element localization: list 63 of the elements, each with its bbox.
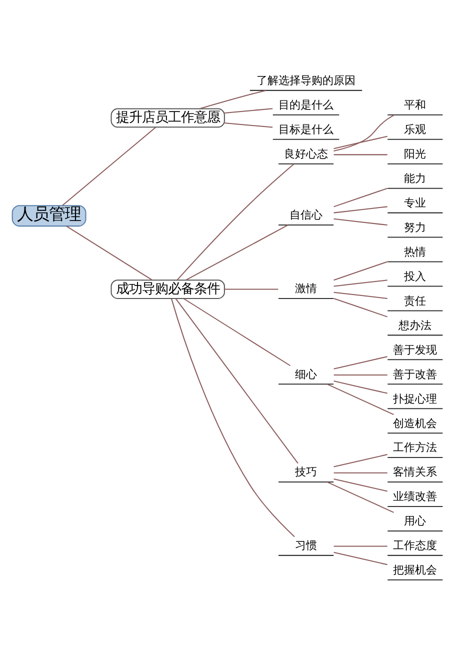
connector (334, 206, 388, 214)
connector (334, 136, 388, 150)
connector (334, 114, 394, 152)
connector (334, 478, 388, 492)
connector (326, 384, 394, 416)
connector (183, 298, 290, 366)
node-text: 责任 (404, 294, 426, 308)
connector (176, 164, 294, 280)
node-text: 技巧 (295, 466, 318, 479)
node-text: 用心 (404, 514, 426, 528)
node-text: 扑捉心理 (393, 392, 438, 406)
connector (334, 298, 388, 318)
connector (334, 380, 388, 394)
node-text: 创造机会 (393, 416, 438, 430)
node-text: 目的是什么 (278, 98, 334, 112)
node-text: 热情 (404, 245, 426, 258)
node-text: 乐观 (404, 123, 426, 136)
connector (62, 126, 156, 206)
connector (334, 188, 388, 208)
connector (334, 472, 388, 474)
node-text: 努力 (404, 220, 426, 234)
connector (175, 298, 298, 464)
node-text: 想办法 (398, 318, 432, 332)
node-box: 提升店员工作意愿 (110, 108, 225, 128)
connector (224, 108, 273, 114)
node-text: 把握机会 (393, 564, 438, 577)
connector (334, 292, 388, 299)
node-text: 目标是什么 (278, 123, 334, 136)
connector (334, 218, 388, 226)
connector (334, 280, 388, 287)
node-text: 善于发现 (393, 343, 438, 356)
connector (334, 546, 388, 547)
connector (199, 90, 266, 110)
connector (334, 154, 388, 156)
node-text: 细心 (295, 368, 318, 381)
node-text: 了解选择导购的原因 (256, 74, 356, 88)
connector (171, 298, 295, 538)
connector (334, 374, 388, 376)
node-text: 良好心态 (284, 148, 328, 161)
connector (334, 356, 388, 370)
node-text: 投入 (404, 270, 426, 283)
node-text: 工作方法 (393, 441, 438, 454)
connector (224, 288, 278, 290)
connector (66, 226, 152, 281)
node-text: 善于改善 (393, 368, 438, 381)
node-text: 平和 (404, 98, 426, 112)
connector (334, 454, 388, 468)
connector (334, 552, 388, 566)
node-text: 工作态度 (393, 539, 438, 552)
node-box: 成功导购必备条件 (110, 280, 225, 299)
node-text: 激情 (295, 282, 318, 296)
connector (326, 482, 394, 513)
connector (334, 261, 388, 281)
node-text: 习惯 (295, 539, 318, 552)
node-text: 能力 (404, 172, 426, 186)
node-text: 专业 (404, 196, 426, 210)
node-text: 业绩改善 (393, 490, 438, 504)
connector (186, 224, 288, 280)
node-text: 自信心 (290, 208, 323, 222)
connector (224, 122, 273, 128)
node-box: 人员管理 (12, 205, 86, 227)
node-text: 阳光 (404, 148, 426, 161)
node-text: 客情关系 (393, 466, 438, 479)
